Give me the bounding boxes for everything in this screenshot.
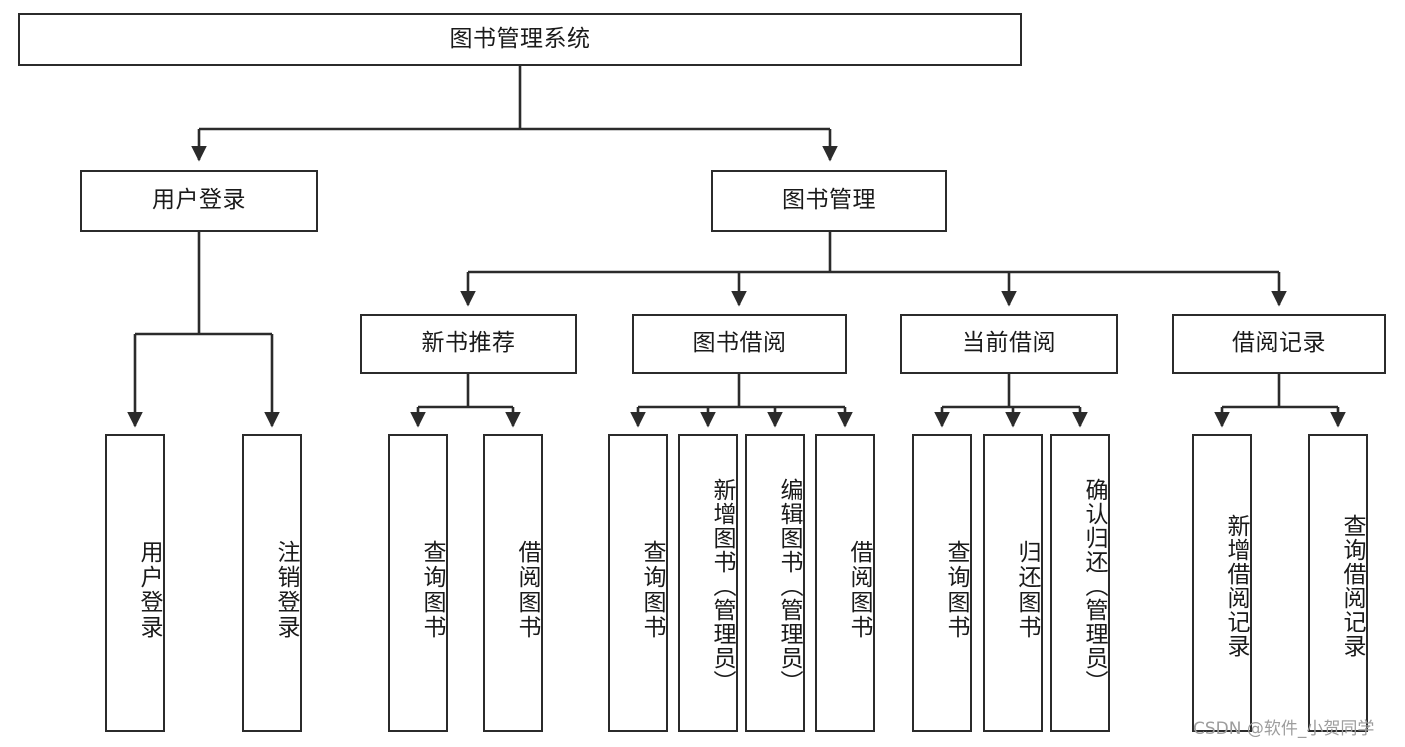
node-user-login[interactable]: 用户登录 <box>80 170 318 232</box>
node-label: 借阅记录 <box>1232 330 1326 357</box>
leaf-user-login-logout[interactable]: 注销登录 <box>242 434 302 732</box>
node-label: 图书管理系统 <box>449 25 591 52</box>
node-label: 新书推荐 <box>421 330 516 357</box>
node-label: 图书管理 <box>782 187 876 214</box>
node-label: 归还图书 <box>1014 540 1040 640</box>
node-label: 图书借阅 <box>692 330 787 357</box>
leaf-current-confirm-return-admin[interactable]: 确认归还（管理员） <box>1050 434 1110 732</box>
node-label: 查询借阅记录 <box>1339 514 1365 658</box>
node-label: 借阅图书 <box>846 540 872 640</box>
node-label: 确认归还（管理员） <box>1081 478 1107 694</box>
node-label: 借阅图书 <box>514 540 540 640</box>
leaf-current-return-book[interactable]: 归还图书 <box>983 434 1043 732</box>
node-label: 新增借阅记录 <box>1223 514 1249 658</box>
node-label: 查询图书 <box>419 540 445 640</box>
node-current-borrow[interactable]: 当前借阅 <box>900 314 1118 374</box>
leaf-borrow-query-book[interactable]: 查询图书 <box>608 434 668 732</box>
leaf-borrow-add-book-admin[interactable]: 新增图书（管理员） <box>678 434 738 732</box>
node-new-book-recommend[interactable]: 新书推荐 <box>360 314 577 374</box>
watermark-text: CSDN @软件_小贺同学 <box>1193 719 1375 739</box>
node-label: 注销登录 <box>273 540 299 640</box>
node-book-borrow[interactable]: 图书借阅 <box>632 314 847 374</box>
node-label: 查询图书 <box>943 540 969 640</box>
node-label: 用户登录 <box>152 187 246 214</box>
node-label: 用户登录 <box>136 540 162 640</box>
node-label: 当前借阅 <box>962 330 1056 357</box>
node-label: 编辑图书（管理员） <box>776 478 802 694</box>
leaf-current-query-book[interactable]: 查询图书 <box>912 434 972 732</box>
node-book-management[interactable]: 图书管理 <box>711 170 947 232</box>
node-root-system[interactable]: 图书管理系统 <box>18 13 1022 66</box>
node-label: 新增图书（管理员） <box>709 478 735 694</box>
leaf-borrow-edit-book-admin[interactable]: 编辑图书（管理员） <box>745 434 805 732</box>
leaf-recommend-borrow-book[interactable]: 借阅图书 <box>483 434 543 732</box>
leaf-borrow-borrow-book[interactable]: 借阅图书 <box>815 434 875 732</box>
leaf-record-query-record[interactable]: 查询借阅记录 <box>1308 434 1368 732</box>
leaf-recommend-query-book[interactable]: 查询图书 <box>388 434 448 732</box>
leaf-record-add-record[interactable]: 新增借阅记录 <box>1192 434 1252 732</box>
node-borrow-record[interactable]: 借阅记录 <box>1172 314 1386 374</box>
leaf-user-login-login[interactable]: 用户登录 <box>105 434 165 732</box>
node-label: 查询图书 <box>639 540 665 640</box>
